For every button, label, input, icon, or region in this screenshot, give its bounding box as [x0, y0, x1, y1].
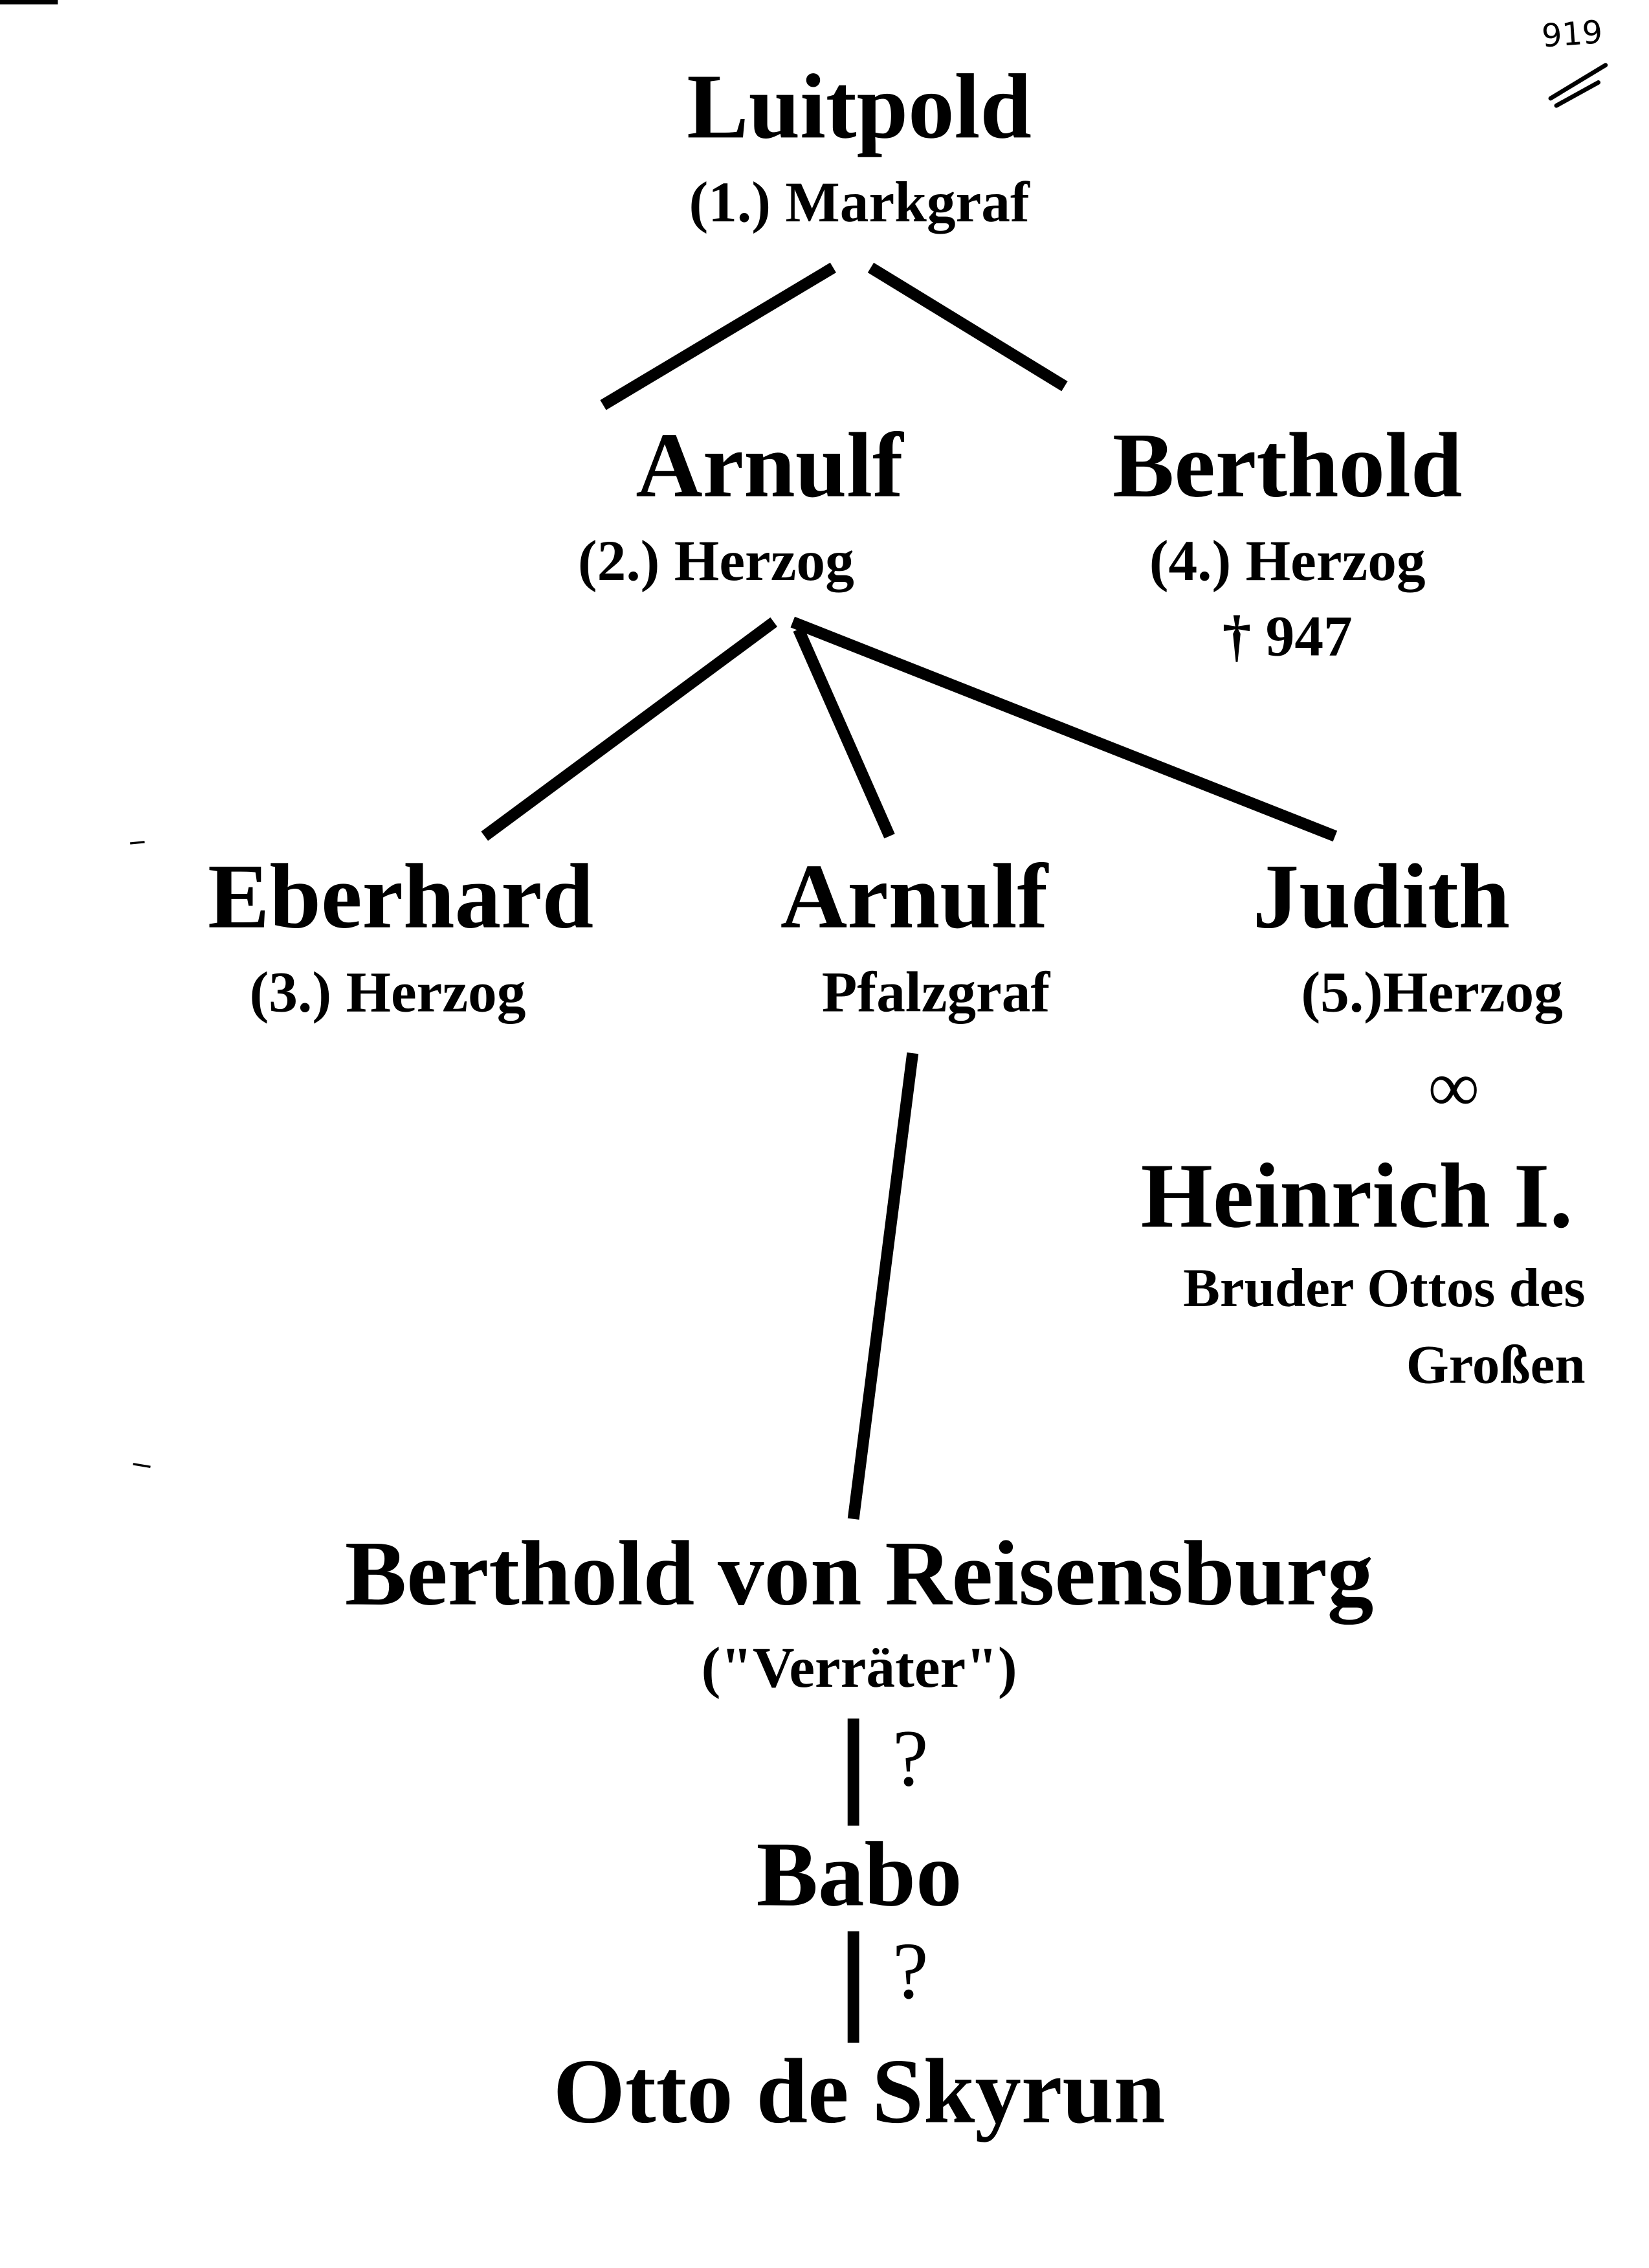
person-name-otto: Otto de Skyrun [553, 2040, 1166, 2143]
line-arnulf-eberhard [481, 617, 778, 841]
handwritten-page-number-underline [1548, 63, 1608, 108]
person-name-judith: Judith [1252, 845, 1511, 948]
handwritten-page-number: 919 [1540, 15, 1604, 56]
person-name-luitpold: Luitpold [687, 54, 1032, 158]
person-name-babo: Babo [756, 1823, 962, 1926]
person-name-eberhard: Eberhard [208, 845, 594, 948]
line-luitpold-arnulf [600, 262, 836, 410]
person-death-berthold: † 947 [1222, 603, 1353, 669]
line-luitpold-berthold [867, 262, 1068, 392]
uncertain-link-mark: ? [892, 1927, 929, 2017]
person-title-judith: (5.)Herzog [1301, 959, 1563, 1025]
line-arnulf-judith [790, 616, 1338, 842]
line-arnulf-berthold-reisensburg [847, 1052, 919, 1520]
person-title-luitpold: (1.) Markgraf [689, 169, 1030, 235]
person-note-heinrich-line1: Bruder Ottos des [1183, 1258, 1586, 1320]
person-title-berthold: (4.) Herzog [1149, 528, 1426, 594]
marriage-symbol: ∞ [1428, 1045, 1480, 1128]
scan-mark [133, 1463, 151, 1468]
scan-mark [129, 841, 145, 845]
scan-mark [0, 0, 58, 5]
person-title-arnulf: (2.) Herzog [577, 528, 854, 594]
person-name-arnulf-pfalzgraf: Arnulf [780, 845, 1048, 948]
person-title-eberhard: (3.) Herzog [249, 959, 526, 1025]
person-title-arnulf-pfalzgraf: Pfalzgraf [821, 959, 1050, 1025]
person-name-heinrich: Heinrich I. [1140, 1144, 1573, 1247]
person-name-arnulf: Arnulf [636, 414, 903, 517]
line-arnulf-arnulf-pfalzgraf [793, 627, 895, 839]
person-name-berthold: Berthold [1112, 414, 1463, 517]
person-note-berthold-reisensburg: ("Verräter") [701, 1634, 1017, 1700]
person-note-heinrich-line2: Großen [1406, 1335, 1586, 1396]
uncertain-link-mark: ? [892, 1714, 929, 1805]
person-name-berthold-reisensburg: Berthold von Reisensburg [344, 1522, 1374, 1625]
